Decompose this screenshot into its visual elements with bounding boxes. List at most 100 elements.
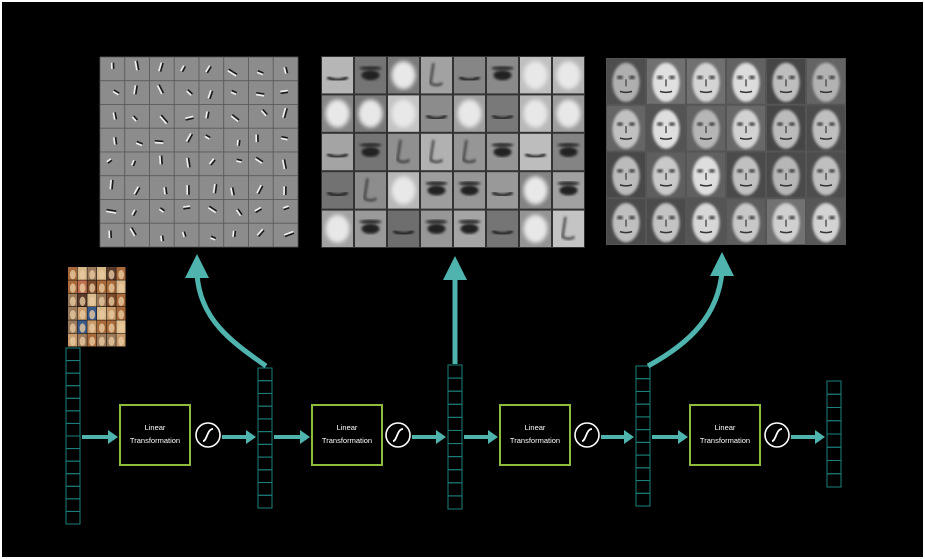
flow-arrows [82, 430, 825, 444]
edge-filter-cell [223, 175, 249, 200]
edge-filter-cell [223, 127, 249, 153]
vector-cell [635, 403, 651, 418]
input-face-thumbnail [106, 333, 116, 347]
edge-filter-cell [198, 151, 225, 177]
facial-part-cell [454, 210, 485, 247]
input-face-thumbnail [68, 307, 78, 320]
edge-filter-cell [248, 56, 274, 82]
input-face-collage [68, 267, 126, 347]
edge-filter-cell [173, 80, 200, 105]
face-feature-cell [647, 59, 685, 104]
edge-filter-cell [149, 151, 175, 177]
hidden-vector-3 [635, 365, 651, 507]
vector-cell [65, 385, 81, 399]
facial-part-cell [454, 133, 485, 171]
facial-part-cell [487, 57, 518, 94]
face-feature-cell [767, 105, 805, 151]
face-feature-cell [767, 199, 805, 244]
vector-cell [447, 495, 463, 510]
vector-cell [447, 429, 463, 445]
face-feature-cell [687, 199, 725, 244]
input-face-thumbnail [87, 307, 97, 320]
facial-part-cell [421, 57, 452, 94]
edge-filter-cell [99, 222, 126, 248]
facial-part-cell [487, 172, 518, 209]
vector-cell [635, 454, 651, 469]
input-face-thumbnail [77, 307, 87, 320]
vector-cell [447, 416, 463, 431]
edge-filter-cell [223, 199, 249, 224]
block-label-line2: Transformation [130, 436, 180, 445]
edge-filter-cell [173, 222, 200, 248]
edge-filter-cell [149, 175, 175, 200]
facial-part-cell [487, 95, 518, 132]
edge-filter-cell [198, 175, 225, 200]
vector-cell [635, 492, 651, 507]
flow-arrow [222, 430, 256, 444]
edge-filter-cell [124, 56, 150, 82]
flow-arrow [791, 430, 825, 444]
sigmoid-icon [195, 422, 221, 448]
input-face-thumbnail [77, 293, 87, 307]
facial-part-cell [322, 133, 353, 171]
vector-cell [826, 473, 842, 488]
edge-filter-cell [173, 56, 200, 82]
facial-part-cell [322, 172, 353, 209]
block-label-line1: Linear [337, 423, 358, 432]
face-feature-cell [647, 105, 685, 151]
input-face-thumbnail [116, 333, 126, 347]
edge-filter-cell [198, 127, 225, 153]
facial-part-cell [487, 133, 518, 171]
facial-part-cell [454, 172, 485, 209]
edge-filter-cell [149, 56, 175, 82]
input-face-thumbnail [77, 267, 87, 280]
facial-part-cell [322, 57, 353, 94]
facial-part-cell [421, 210, 452, 247]
vector-cell [826, 393, 842, 408]
facial-part-cell [355, 133, 386, 171]
vector-cell [65, 422, 81, 437]
face-feature-cell [727, 59, 765, 104]
sigmoid-icon [385, 422, 411, 448]
input-face-thumbnail [97, 280, 107, 294]
facial-part-cell [388, 210, 419, 247]
facial-part-cell [388, 133, 419, 171]
flow-arrow [274, 430, 310, 444]
curved-arrow-to-edge-features [185, 254, 268, 369]
face-feature-cell [607, 152, 645, 198]
facial-part-cell [388, 57, 419, 94]
input-face-thumbnail [116, 280, 126, 294]
edge-filter-cell [124, 222, 150, 248]
edge-filter-cell [272, 151, 299, 177]
facial-part-cell [487, 210, 518, 247]
edge-filter-cell [173, 127, 200, 153]
edge-filter-cell [198, 222, 225, 248]
facial-part-cell [355, 95, 386, 132]
edge-filter-cell [99, 80, 126, 105]
vector-cell [65, 448, 81, 462]
input-face-thumbnail [106, 293, 116, 307]
block-label-line1: Linear [525, 423, 546, 432]
edge-filter-cell [124, 175, 150, 200]
face-feature-cell [727, 199, 765, 244]
block-label-line2: Transformation [700, 436, 750, 445]
vector-cell [447, 469, 463, 484]
vector-cell [257, 367, 273, 382]
facial-part-features-panel [321, 56, 585, 248]
input-face-thumbnail [68, 333, 78, 347]
straight-arrow-to-facial-part-features [443, 256, 467, 364]
input-face-thumbnail [68, 267, 78, 280]
face-feature-cell [727, 152, 765, 198]
facial-part-cell [355, 210, 386, 247]
edge-filter-cell [272, 56, 299, 82]
edge-filter-cell [223, 222, 249, 248]
input-face-thumbnail [68, 280, 78, 294]
vector-cell [257, 469, 273, 484]
edge-filter-cell [248, 151, 274, 177]
vector-cell [447, 482, 463, 497]
input-face-thumbnail [106, 320, 116, 334]
edge-filter-cell [223, 104, 249, 129]
facial-part-cell [520, 133, 551, 171]
